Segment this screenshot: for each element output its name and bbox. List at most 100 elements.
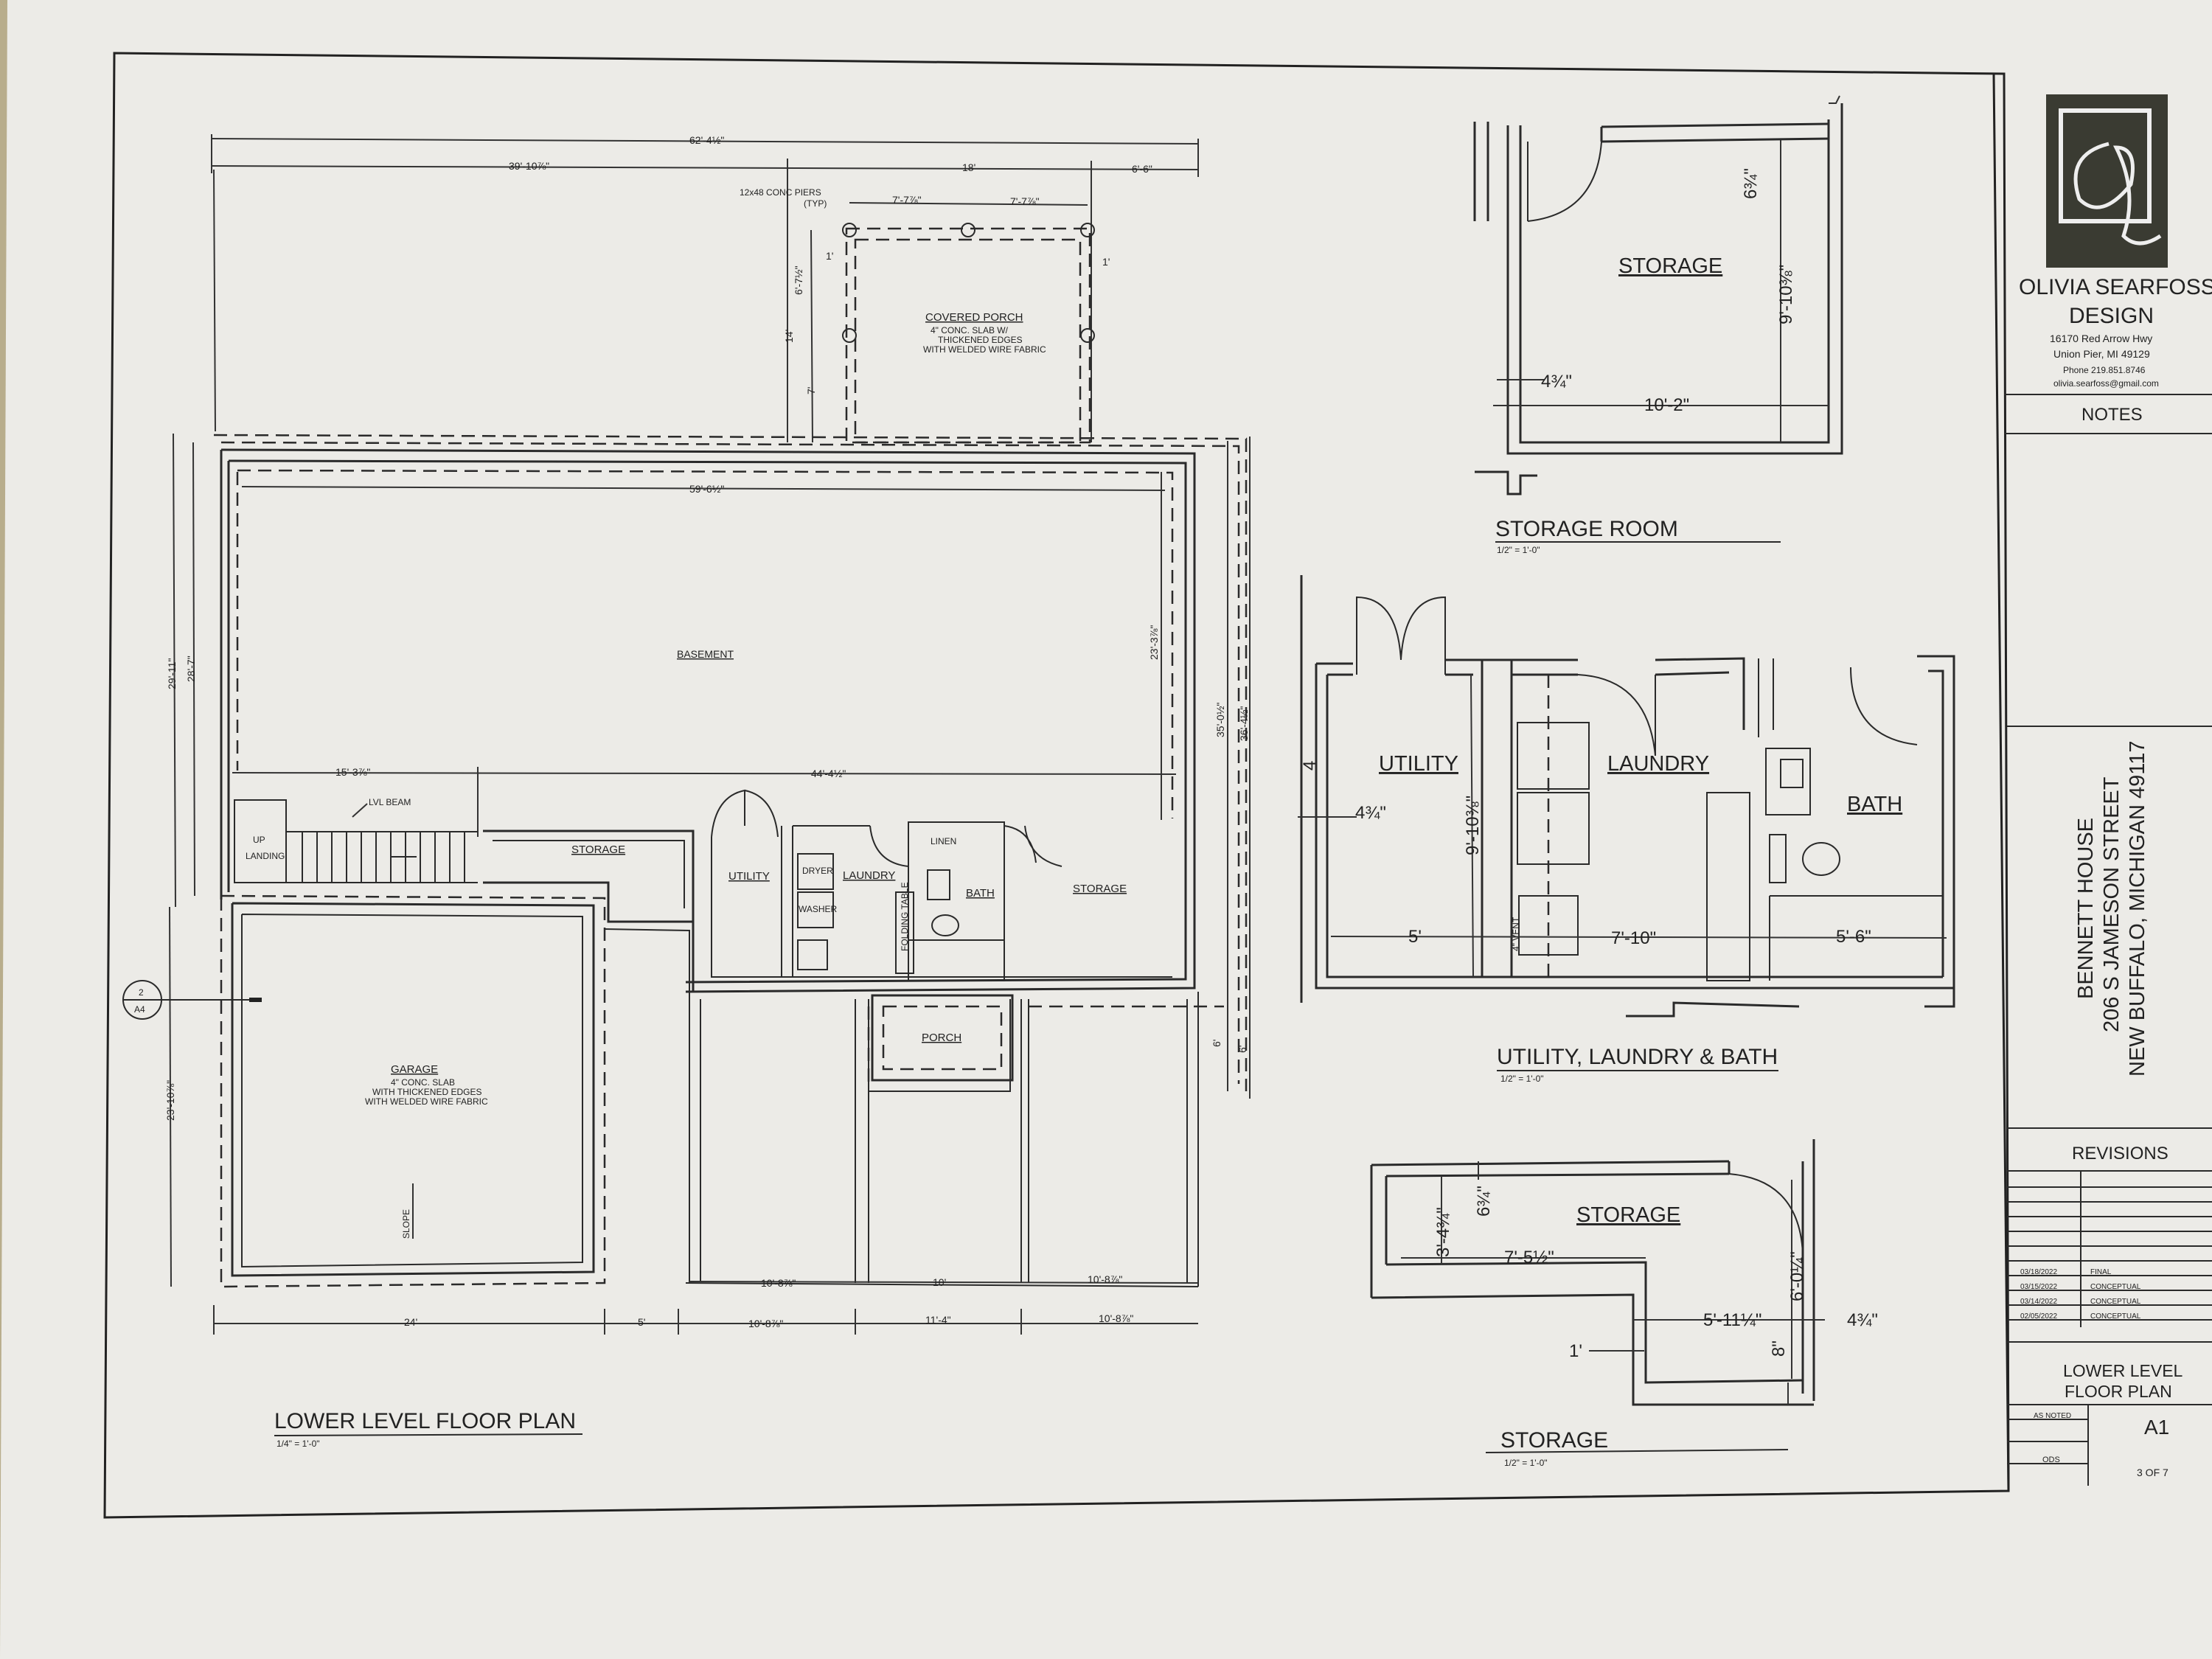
storage-detail-scale: 1/2" = 1'-0" — [1504, 1458, 1548, 1468]
st-dim-5-11: 5'-11¼" — [1703, 1310, 1761, 1330]
firm-logo-mark — [2073, 142, 2162, 246]
pier — [842, 223, 857, 237]
stair-landing-label: LANDING — [246, 851, 285, 861]
main-plan-title: LOWER LEVEL FLOOR PLAN — [274, 1409, 576, 1433]
drawn-by: ODS — [2042, 1455, 2060, 1464]
laundry-label: LAUNDRY — [843, 869, 895, 882]
storage-room-label: STORAGE — [1618, 254, 1722, 278]
stair-treads — [286, 831, 478, 883]
storage-detail: STORAGE 3'-4¾" 6¾" 7'-5½" 6'-0¼" 5'-11¼"… — [1370, 1139, 1878, 1468]
rev-1-desc: FINAL — [2090, 1268, 2112, 1276]
ulb-dim-5-6: 5'-6" — [1836, 927, 1871, 947]
dim-in-10b: 10'-8⅞" — [1088, 1273, 1122, 1285]
firm-name-1: OLIVIA SEARFOSS — [2019, 275, 2212, 299]
sheet-number: A1 — [2144, 1416, 2169, 1439]
scale-value: AS NOTED — [2034, 1412, 2071, 1420]
dim-seg-44: 44'-4½" — [811, 768, 846, 779]
dim-pier-side: 1' — [1102, 256, 1110, 268]
st-dim-3-4: 3'-4¾" — [1433, 1207, 1453, 1257]
sr-dim-width: 10'-2" — [1644, 395, 1689, 415]
dim-in-10: 10' — [933, 1276, 946, 1288]
dim-left-29: 29'-11" — [166, 658, 178, 689]
project-line-2: 206 S JAMESON STREET — [2100, 776, 2124, 1032]
dim-right-36: 36'-4½" — [1238, 706, 1250, 741]
garage-note-2: WITH THICKENED EDGES — [372, 1087, 481, 1097]
covered-porch-note-1: 4" CONC. SLAB W/ — [931, 325, 1009, 335]
stair-up-label: UP — [253, 835, 265, 845]
st-dim-6-0: 6'-0¼" — [1787, 1251, 1807, 1301]
storage-room-scale: 1/2" = 1'-0" — [1497, 545, 1540, 555]
covered-porch-label: COVERED PORCH — [925, 311, 1023, 324]
dim-right-top: 6'-6" — [1132, 163, 1152, 175]
rev-2-date: 03/15/2022 — [2020, 1283, 2057, 1291]
section-marker: 2 A4 — [122, 980, 262, 1020]
sr-dim-depth: 9'-10⅜" — [1776, 265, 1796, 324]
ulb-dim-5: 5' — [1408, 927, 1422, 947]
slope-label: SLOPE — [401, 1209, 411, 1239]
dim-bot-24: 24' — [404, 1316, 417, 1328]
dim-in-10a: 10'-8⅞" — [761, 1277, 796, 1289]
dim-right-35: 35'-0½" — [1214, 703, 1226, 737]
storage-left-label: STORAGE — [571, 844, 625, 856]
section-marker-bottom: A4 — [134, 1004, 145, 1015]
dryer-label: DRYER — [802, 866, 833, 876]
dim-right-6a: 6' — [1211, 1040, 1222, 1047]
bath-label: BATH — [966, 887, 995, 900]
dim-bot-10b: 10'-8⅞" — [1099, 1312, 1133, 1324]
ulb-bath-label: BATH — [1847, 793, 1902, 816]
project-line-3: NEW BUFFALO, MICHIGAN 49117 — [2126, 740, 2149, 1077]
sheet-title-1: LOWER LEVEL — [2063, 1361, 2183, 1380]
storage-room-title: STORAGE ROOM — [1495, 517, 1678, 541]
firm-address-1: 16170 Red Arrow Hwy — [2050, 333, 2152, 344]
rev-4-desc: CONCEPTUAL — [2090, 1312, 2141, 1321]
storage-detail-label: STORAGE — [1576, 1203, 1680, 1227]
st-dim-6-34: 6¾" — [1474, 1186, 1494, 1217]
utility-label: UTILITY — [728, 870, 770, 883]
piers-note-2: (TYP) — [804, 198, 827, 209]
linen-label: LINEN — [931, 836, 956, 846]
pier — [1080, 223, 1095, 237]
dim-overall-top: 62'-4½" — [689, 134, 724, 146]
st-dim-8: 8" — [1769, 1340, 1789, 1357]
ulb-dim-depth: 9'-10⅜" — [1463, 796, 1483, 855]
dim-porch-v2: 7' — [805, 387, 817, 394]
st-dim-7-5: 7'-5½" — [1504, 1248, 1554, 1267]
dim-pier-gap: 1' — [826, 250, 833, 262]
rev-4-date: 02/05/2022 — [2020, 1312, 2057, 1321]
ulb-detail: UTILITY LAUNDRY BATH 4" VENT 9'-10⅜" 4¾"… — [1298, 575, 1955, 1084]
dim-bot-11: 11'-4" — [925, 1314, 951, 1326]
project-line-1: BENNETT HOUSE — [2074, 818, 2098, 999]
garage-label: GARAGE — [391, 1063, 438, 1076]
notes-label: NOTES — [2081, 405, 2143, 425]
covered-porch-note-2: THICKENED EDGES — [938, 335, 1023, 345]
pier — [1080, 328, 1095, 343]
sheet-count: 3 OF 7 — [2137, 1467, 2168, 1478]
ulb-dim-wall: 4¾" — [1355, 803, 1386, 823]
ulb-utility-label: UTILITY — [1379, 752, 1458, 776]
garage-note-3: WITH WELDED WIRE FABRIC — [365, 1096, 488, 1107]
dim-left-28: 28'-7" — [185, 655, 197, 682]
pier — [842, 328, 857, 343]
sr-dim-wall-top: 6¾" — [1741, 168, 1761, 199]
storage-right-label: STORAGE — [1073, 883, 1127, 895]
rev-3-date: 03/14/2022 — [2020, 1298, 2057, 1306]
pier — [961, 223, 975, 237]
revision-grid — [2007, 1186, 2212, 1321]
piers-note-1: 12x48 CONC PIERS — [740, 187, 821, 198]
ulb-title: UTILITY, LAUNDRY & BATH — [1497, 1045, 1778, 1069]
main-floor-plan: 62'-4½" 39'-10⅞" 18' 6'-6" 7'-7⅞" 7'-7⅞"… — [122, 134, 1251, 1449]
sr-dim-wall-left: 4¾" — [1541, 372, 1572, 392]
dim-right-6b: 6' — [1237, 1046, 1248, 1053]
dim-left-top: 39'-10⅞" — [509, 160, 549, 172]
rev-3-desc: CONCEPTUAL — [2090, 1298, 2141, 1306]
sheet-title-2: FLOOR PLAN — [2065, 1382, 2172, 1401]
storage-room-detail: STORAGE 9'-10⅜" 6¾" 10'-2" 4¾" STORAGE R… — [1473, 95, 1843, 555]
dim-bot-5: 5' — [638, 1316, 645, 1328]
dim-pier-b: 7'-7⅞" — [1010, 195, 1040, 207]
folding-table-label: FOLDING TABLE — [900, 882, 910, 951]
dim-right-23: 23'-3⅞" — [1148, 625, 1160, 660]
washer-label: WASHER — [799, 904, 838, 914]
storage-detail-title: STORAGE — [1500, 1428, 1608, 1453]
covered-porch-note-3: WITH WELDED WIRE FABRIC — [923, 344, 1046, 355]
